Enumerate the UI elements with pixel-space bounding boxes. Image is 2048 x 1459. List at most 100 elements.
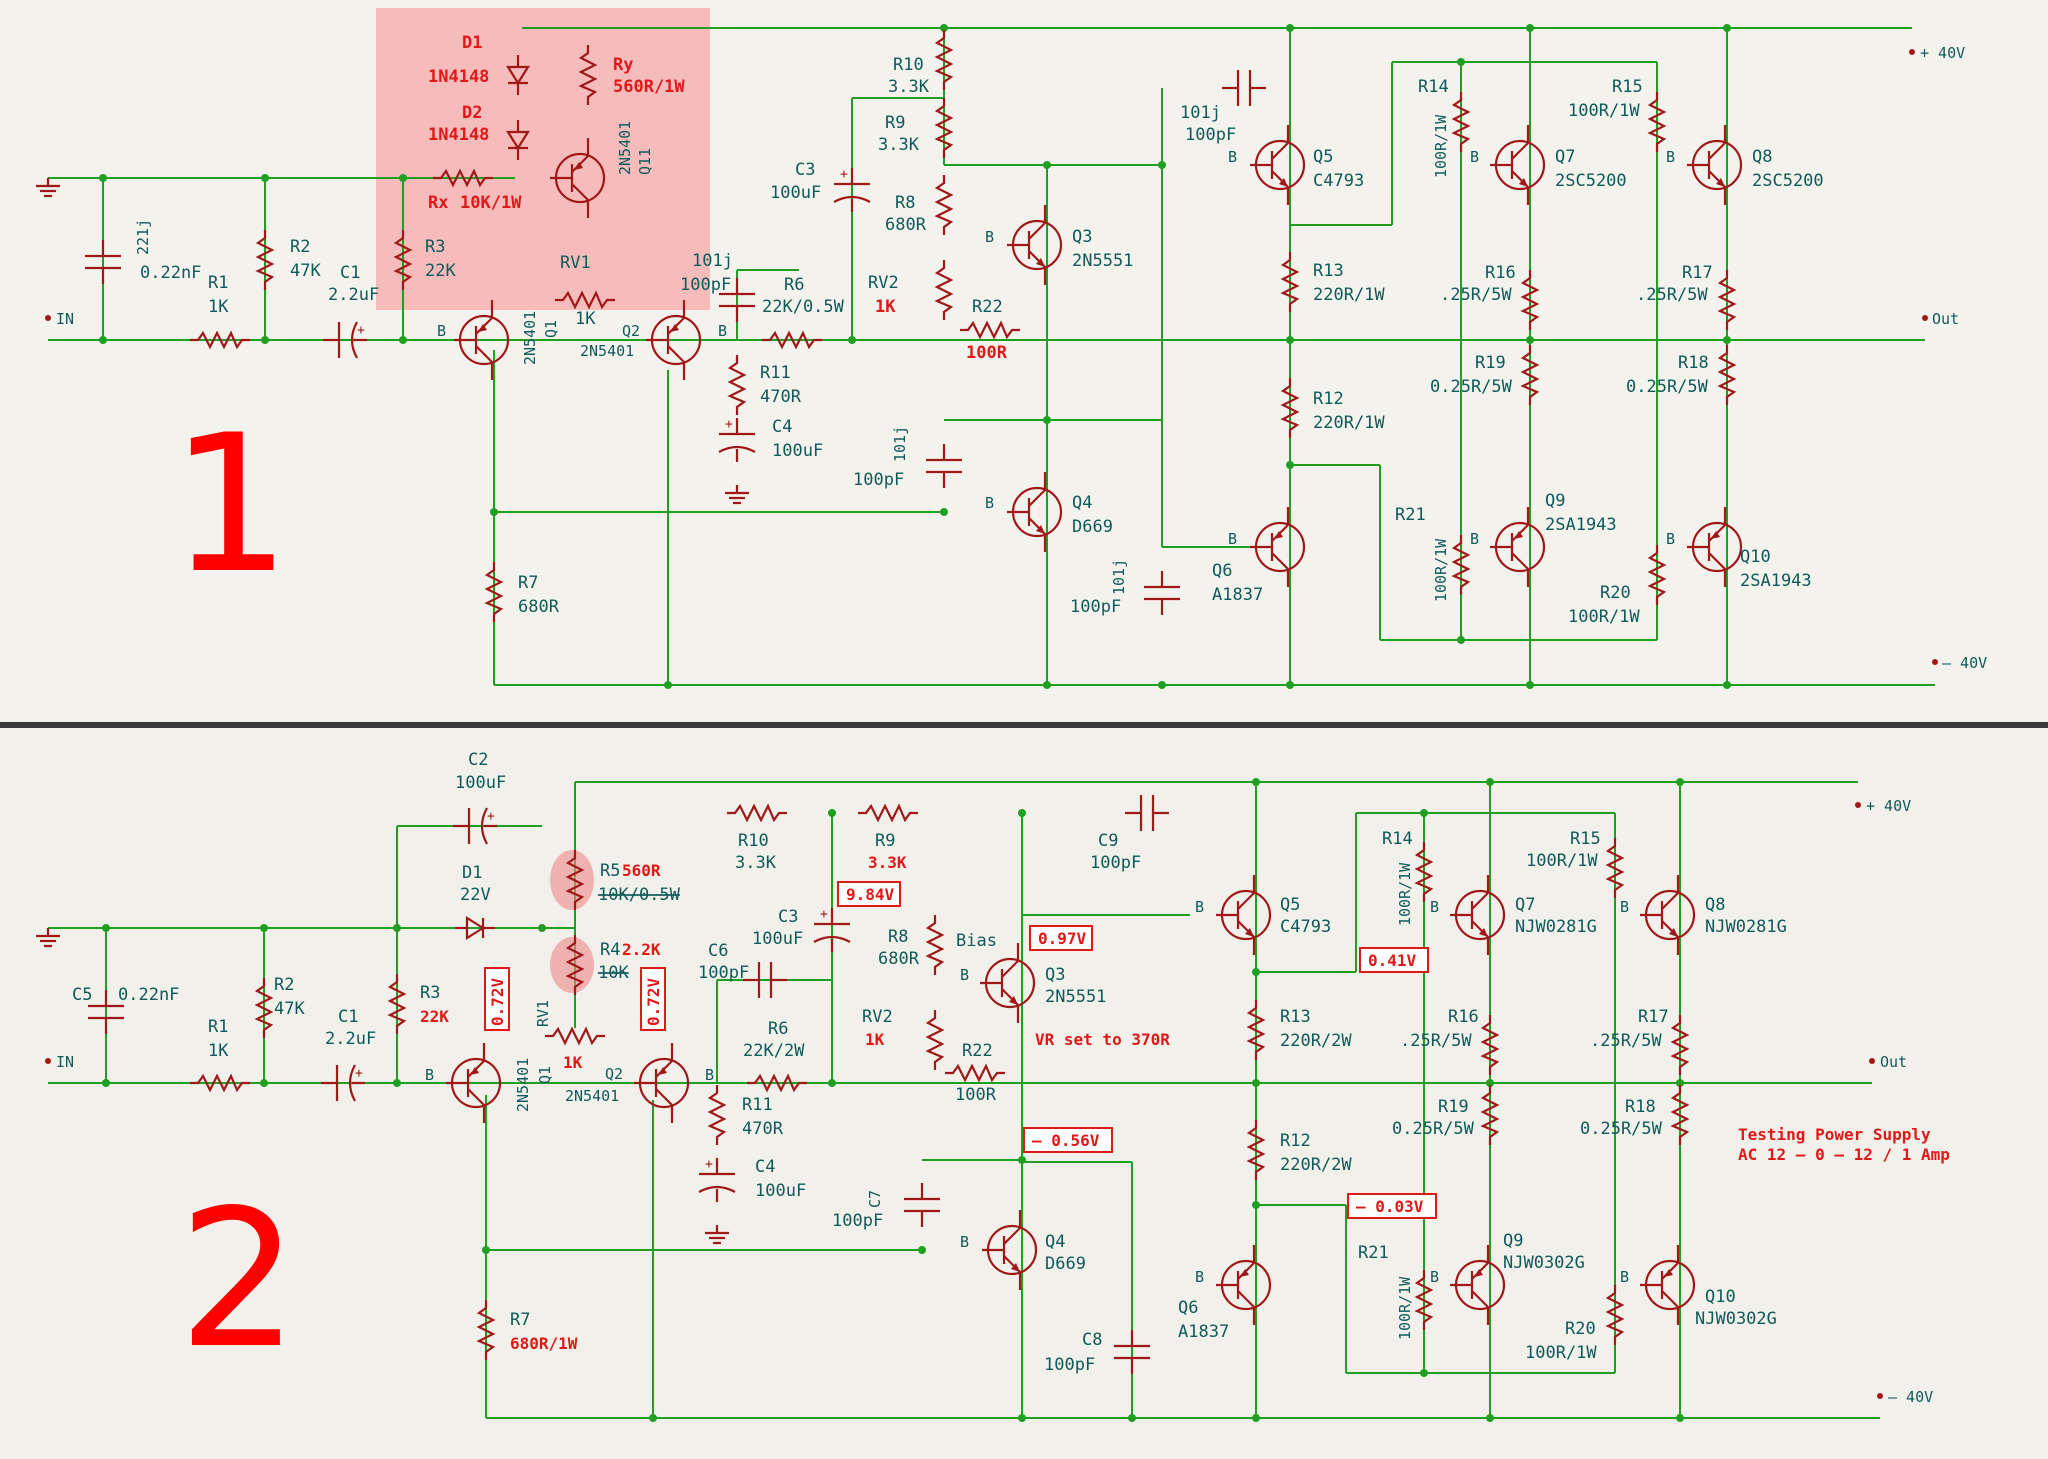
r15-2-value: 100R/1W <box>1526 851 1598 871</box>
r2-2-ref: R2 <box>274 975 294 995</box>
r19-ref: R19 <box>1475 353 1506 373</box>
c1-2-value: 2.2uF <box>325 1029 376 1049</box>
svg-text:– 40V: – 40V <box>1888 1388 1933 1406</box>
output-port-2: Out <box>1869 1053 1907 1071</box>
q4-2-base-pin: B <box>960 1233 969 1251</box>
r16-value: .25R/5W <box>1440 285 1512 305</box>
q3-2-transistor <box>978 941 1036 1025</box>
c7-capacitor <box>902 1181 942 1229</box>
r6-2-ref: R6 <box>768 1019 788 1039</box>
c-101j-b-ref: 101j <box>891 426 909 462</box>
c-101j-b-value: 100pF <box>853 470 904 490</box>
r5-old-value: 10K/0.5W <box>598 885 681 905</box>
q1-2-value: 2N5401 <box>514 1058 532 1112</box>
r11-ref: R11 <box>760 363 791 383</box>
q3-2-base-pin: B <box>960 966 969 984</box>
panel-2-number: 2 <box>178 1169 299 1390</box>
d1-ref: D1 <box>462 33 482 53</box>
c1-2-ref: C1 <box>338 1007 358 1027</box>
q4-2-value: D669 <box>1045 1254 1086 1274</box>
c-101j-d-ref: 101j <box>1110 559 1128 595</box>
c8-ref: C8 <box>1082 1330 1102 1350</box>
ry-value: 560R/1W <box>613 77 685 97</box>
r14-value: 100R/1W <box>1432 114 1450 178</box>
q6-2-value: A1837 <box>1178 1322 1229 1342</box>
q7-2-ref: Q7 <box>1515 895 1535 915</box>
q3-2-value: 2N5551 <box>1045 987 1106 1007</box>
c3-2-ref: C3 <box>778 907 798 927</box>
r18-2-value: 0.25R/5W <box>1580 1119 1663 1139</box>
supply-pos-label: + 40V <box>1909 44 1965 62</box>
r12-2-ref: R12 <box>1280 1131 1311 1151</box>
c1-value: 2.2uF <box>328 285 379 305</box>
q9-2-transistor <box>1448 1243 1506 1327</box>
c-101j-a-ref: 101j <box>692 251 733 271</box>
r14-2-ref: R14 <box>1382 829 1413 849</box>
q6-ref: Q6 <box>1212 561 1232 581</box>
r21-ref: R21 <box>1395 505 1426 525</box>
q9-value: 2SA1943 <box>1545 515 1617 535</box>
c5-ref: C5 <box>72 985 92 1005</box>
r10-2-ref: R10 <box>738 831 769 851</box>
q10-2-transistor <box>1638 1243 1696 1327</box>
r17-2-resistor <box>1671 1013 1689 1077</box>
q3-base-pin: B <box>985 228 994 246</box>
r7-ref: R7 <box>518 573 538 593</box>
q8-ref: Q8 <box>1752 147 1772 167</box>
r13-value: 220R/1W <box>1313 285 1385 305</box>
q8-2-transistor <box>1638 873 1696 957</box>
r8-2-resistor <box>926 913 944 977</box>
q2-2-ref: Q2 <box>605 1065 623 1083</box>
q5-ref: Q5 <box>1313 147 1333 167</box>
r13-2-value: 220R/2W <box>1280 1031 1352 1051</box>
r2-2-value: 47K <box>274 999 305 1019</box>
panel-1-number: 1 <box>170 394 291 615</box>
d1-2-ref: D1 <box>462 863 482 883</box>
c7-value: 100pF <box>832 1211 883 1231</box>
r5-ref: R5 <box>600 861 620 881</box>
panel-divider <box>0 722 2048 728</box>
d1-2-value: 22V <box>460 885 491 905</box>
q7-base-pin: B <box>1470 148 1479 166</box>
r19-2-ref: R19 <box>1438 1097 1469 1117</box>
r11-2-ref: R11 <box>742 1095 773 1115</box>
q2-2-value: 2N5401 <box>565 1087 619 1105</box>
r6-ref: R6 <box>784 275 804 295</box>
r12-2-resistor <box>1247 1118 1265 1182</box>
q9-2-value: NJW0302G <box>1503 1253 1585 1273</box>
c9-ref: C9 <box>1098 831 1118 851</box>
q3-value: 2N5551 <box>1072 251 1133 271</box>
r6-value: 22K/0.5W <box>762 297 845 317</box>
r20-2-resistor <box>1606 1283 1624 1347</box>
r2-2-resistor <box>255 976 273 1040</box>
c3-value: 100uF <box>770 183 821 203</box>
r17-2-ref: R17 <box>1638 1007 1669 1027</box>
r20-2-ref: R20 <box>1565 1319 1596 1339</box>
r3-2-resistor <box>388 972 406 1036</box>
q9-base-pin: B <box>1470 530 1479 548</box>
r16-ref: R16 <box>1485 263 1516 283</box>
r8-2-ref: R8 <box>888 927 908 947</box>
r7-2-ref: R7 <box>510 1310 530 1330</box>
r9-2-ref: R9 <box>875 831 895 851</box>
junction-dots-2 <box>102 778 1684 1422</box>
r16-2-value: .25R/5W <box>1400 1031 1472 1051</box>
c4-ref: C4 <box>772 417 792 437</box>
q8-base-pin: B <box>1666 148 1675 166</box>
c4-value: 100uF <box>772 441 823 461</box>
r18-2-resistor <box>1671 1083 1689 1147</box>
r21-2-ref: R21 <box>1358 1243 1389 1263</box>
r19-2-value: 0.25R/5W <box>1392 1119 1475 1139</box>
c4-2-capacitor <box>697 1155 737 1204</box>
q9-2-base-pin: B <box>1430 1268 1439 1286</box>
q1-ref: Q1 <box>542 320 560 338</box>
panel-2: + 40V – 40V IN Out C2 100uF D1 22V R5 56… <box>34 750 1950 1422</box>
c1-ref: C1 <box>340 263 360 283</box>
c-101j-d-value: 100pF <box>1070 597 1121 617</box>
q1-2-ref: Q1 <box>536 1066 554 1084</box>
c8-value: 100pF <box>1044 1355 1095 1375</box>
svg-text:– 40V: – 40V <box>1942 654 1987 672</box>
rv1-ref: RV1 <box>560 253 591 273</box>
supply-pos-label-2: + 40V <box>1855 797 1911 815</box>
r20-value: 100R/1W <box>1568 607 1640 627</box>
